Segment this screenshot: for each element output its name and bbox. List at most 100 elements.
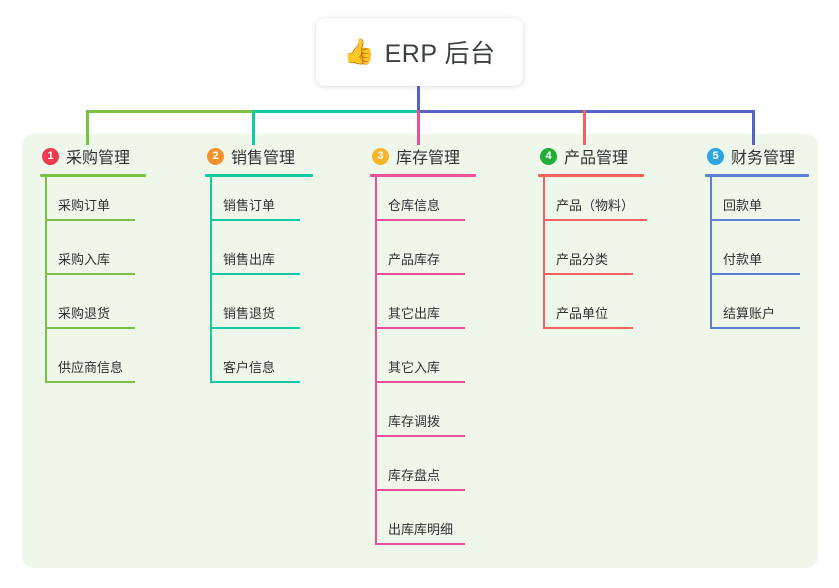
column-trunk-inventory xyxy=(375,177,377,545)
column-trunk-product xyxy=(543,177,545,329)
menu-item-label: 其它入库 xyxy=(388,360,441,375)
column-title-sales: 销售管理 xyxy=(231,150,296,167)
menu-item-label: 出库库明细 xyxy=(388,522,454,537)
menu-item[interactable]: 产品分类 xyxy=(538,231,644,285)
bus-segment-green xyxy=(86,110,253,113)
menu-item[interactable]: 其它入库 xyxy=(370,339,476,393)
menu-item-rule xyxy=(543,327,633,329)
menu-item-rule xyxy=(375,381,465,383)
menu-item-rule xyxy=(710,327,800,329)
menu-item-label: 产品库存 xyxy=(388,252,441,267)
column-title-purchase: 采购管理 xyxy=(66,150,131,167)
column-rule-inventory xyxy=(370,174,476,177)
menu-item[interactable]: 产品（物料） xyxy=(538,177,647,231)
column-inventory: 3 库存管理仓库信息产品库存其它出库其它入库库存调拨库存盘点出库库明细 xyxy=(370,144,476,555)
menu-item-rule xyxy=(375,273,465,275)
bus-segment-teal xyxy=(252,110,418,113)
column-header-product[interactable]: 4 产品管理 xyxy=(538,144,644,168)
menu-item-label: 付款单 xyxy=(723,252,763,267)
menu-item-rule xyxy=(45,273,135,275)
menu-item-rule xyxy=(45,327,135,329)
menu-item[interactable]: 结算账户 xyxy=(705,285,809,339)
column-title-product: 产品管理 xyxy=(564,150,629,167)
column-trunk-sales xyxy=(210,177,212,383)
menu-item-rule xyxy=(710,273,800,275)
column-items-product: 产品（物料） 产品分类产品单位 xyxy=(538,177,647,339)
menu-item-label: 库存调拨 xyxy=(388,414,441,429)
menu-item-label: 采购订单 xyxy=(58,198,111,213)
content-panel xyxy=(22,134,818,568)
menu-item-label: 库存盘点 xyxy=(388,468,441,483)
column-badge-product: 4 xyxy=(540,147,557,165)
drop-line-purchase xyxy=(86,110,89,145)
column-header-inventory[interactable]: 3 库存管理 xyxy=(370,144,476,168)
menu-item-label: 产品分类 xyxy=(556,252,609,267)
menu-item[interactable]: 销售出库 xyxy=(205,231,313,285)
menu-item-rule xyxy=(45,219,135,221)
menu-item[interactable]: 回款单 xyxy=(705,177,809,231)
menu-item-rule xyxy=(543,219,647,221)
menu-item-label: 结算账户 xyxy=(723,306,776,321)
column-title-inventory: 库存管理 xyxy=(396,150,461,167)
menu-item-label: 产品（物料） xyxy=(556,198,635,213)
drop-line-finance xyxy=(752,110,755,145)
column-rule-purchase xyxy=(40,174,146,177)
menu-item-label: 仓库信息 xyxy=(388,198,441,213)
menu-item-label: 其它出库 xyxy=(388,306,441,321)
root-stem xyxy=(417,86,420,111)
menu-item-label: 采购退货 xyxy=(58,306,111,321)
root-title: ERP 后台 xyxy=(384,40,496,68)
menu-item-rule xyxy=(210,327,300,329)
menu-item[interactable]: 采购入库 xyxy=(40,231,146,285)
menu-item[interactable]: 客户信息 xyxy=(205,339,313,393)
menu-item[interactable]: 付款单 xyxy=(705,231,809,285)
column-rule-sales xyxy=(205,174,313,177)
column-finance: 5 财务管理回款单付款单结算账户 xyxy=(705,144,809,339)
menu-item-rule xyxy=(375,435,465,437)
drop-line-sales xyxy=(252,110,255,145)
root-node[interactable]: 👍 ERP 后台 xyxy=(316,18,523,86)
menu-item[interactable]: 库存盘点 xyxy=(370,447,476,501)
menu-item[interactable]: 库存调拨 xyxy=(370,393,476,447)
column-title-finance: 财务管理 xyxy=(731,150,796,167)
drop-line-inventory xyxy=(417,110,420,145)
column-product: 4 产品管理产品（物料） 产品分类产品单位 xyxy=(538,144,647,339)
menu-item[interactable]: 仓库信息 xyxy=(370,177,476,231)
column-badge-finance: 5 xyxy=(707,147,724,165)
column-items-inventory: 仓库信息产品库存其它出库其它入库库存调拨库存盘点出库库明细 xyxy=(370,177,476,555)
thumbs-up-icon: 👍 xyxy=(343,37,375,66)
menu-item-rule xyxy=(210,273,300,275)
menu-item-rule xyxy=(710,219,800,221)
menu-item[interactable]: 销售退货 xyxy=(205,285,313,339)
column-items-finance: 回款单付款单结算账户 xyxy=(705,177,809,339)
menu-item[interactable]: 出库库明细 xyxy=(370,501,476,555)
menu-item[interactable]: 采购退货 xyxy=(40,285,146,339)
menu-item-rule xyxy=(210,219,300,221)
menu-item-rule xyxy=(543,273,633,275)
menu-item-label: 客户信息 xyxy=(223,360,276,375)
menu-item-label: 销售订单 xyxy=(223,198,276,213)
column-badge-inventory: 3 xyxy=(372,147,389,165)
menu-item-label: 采购入库 xyxy=(58,252,111,267)
menu-item[interactable]: 产品单位 xyxy=(538,285,644,339)
menu-item[interactable]: 采购订单 xyxy=(40,177,146,231)
menu-item-label: 销售出库 xyxy=(223,252,276,267)
menu-item[interactable]: 供应商信息 xyxy=(40,339,146,393)
menu-item-label: 回款单 xyxy=(723,198,763,213)
column-trunk-finance xyxy=(710,177,712,329)
column-rule-product xyxy=(538,174,644,177)
menu-item-rule xyxy=(210,381,300,383)
menu-item-rule xyxy=(375,219,465,221)
column-rule-finance xyxy=(705,174,809,177)
menu-item[interactable]: 销售订单 xyxy=(205,177,313,231)
menu-item-rule xyxy=(375,489,465,491)
column-items-purchase: 采购订单采购入库采购退货供应商信息 xyxy=(40,177,146,393)
column-header-finance[interactable]: 5 财务管理 xyxy=(705,144,809,168)
menu-item[interactable]: 其它出库 xyxy=(370,285,476,339)
menu-item[interactable]: 产品库存 xyxy=(370,231,476,285)
